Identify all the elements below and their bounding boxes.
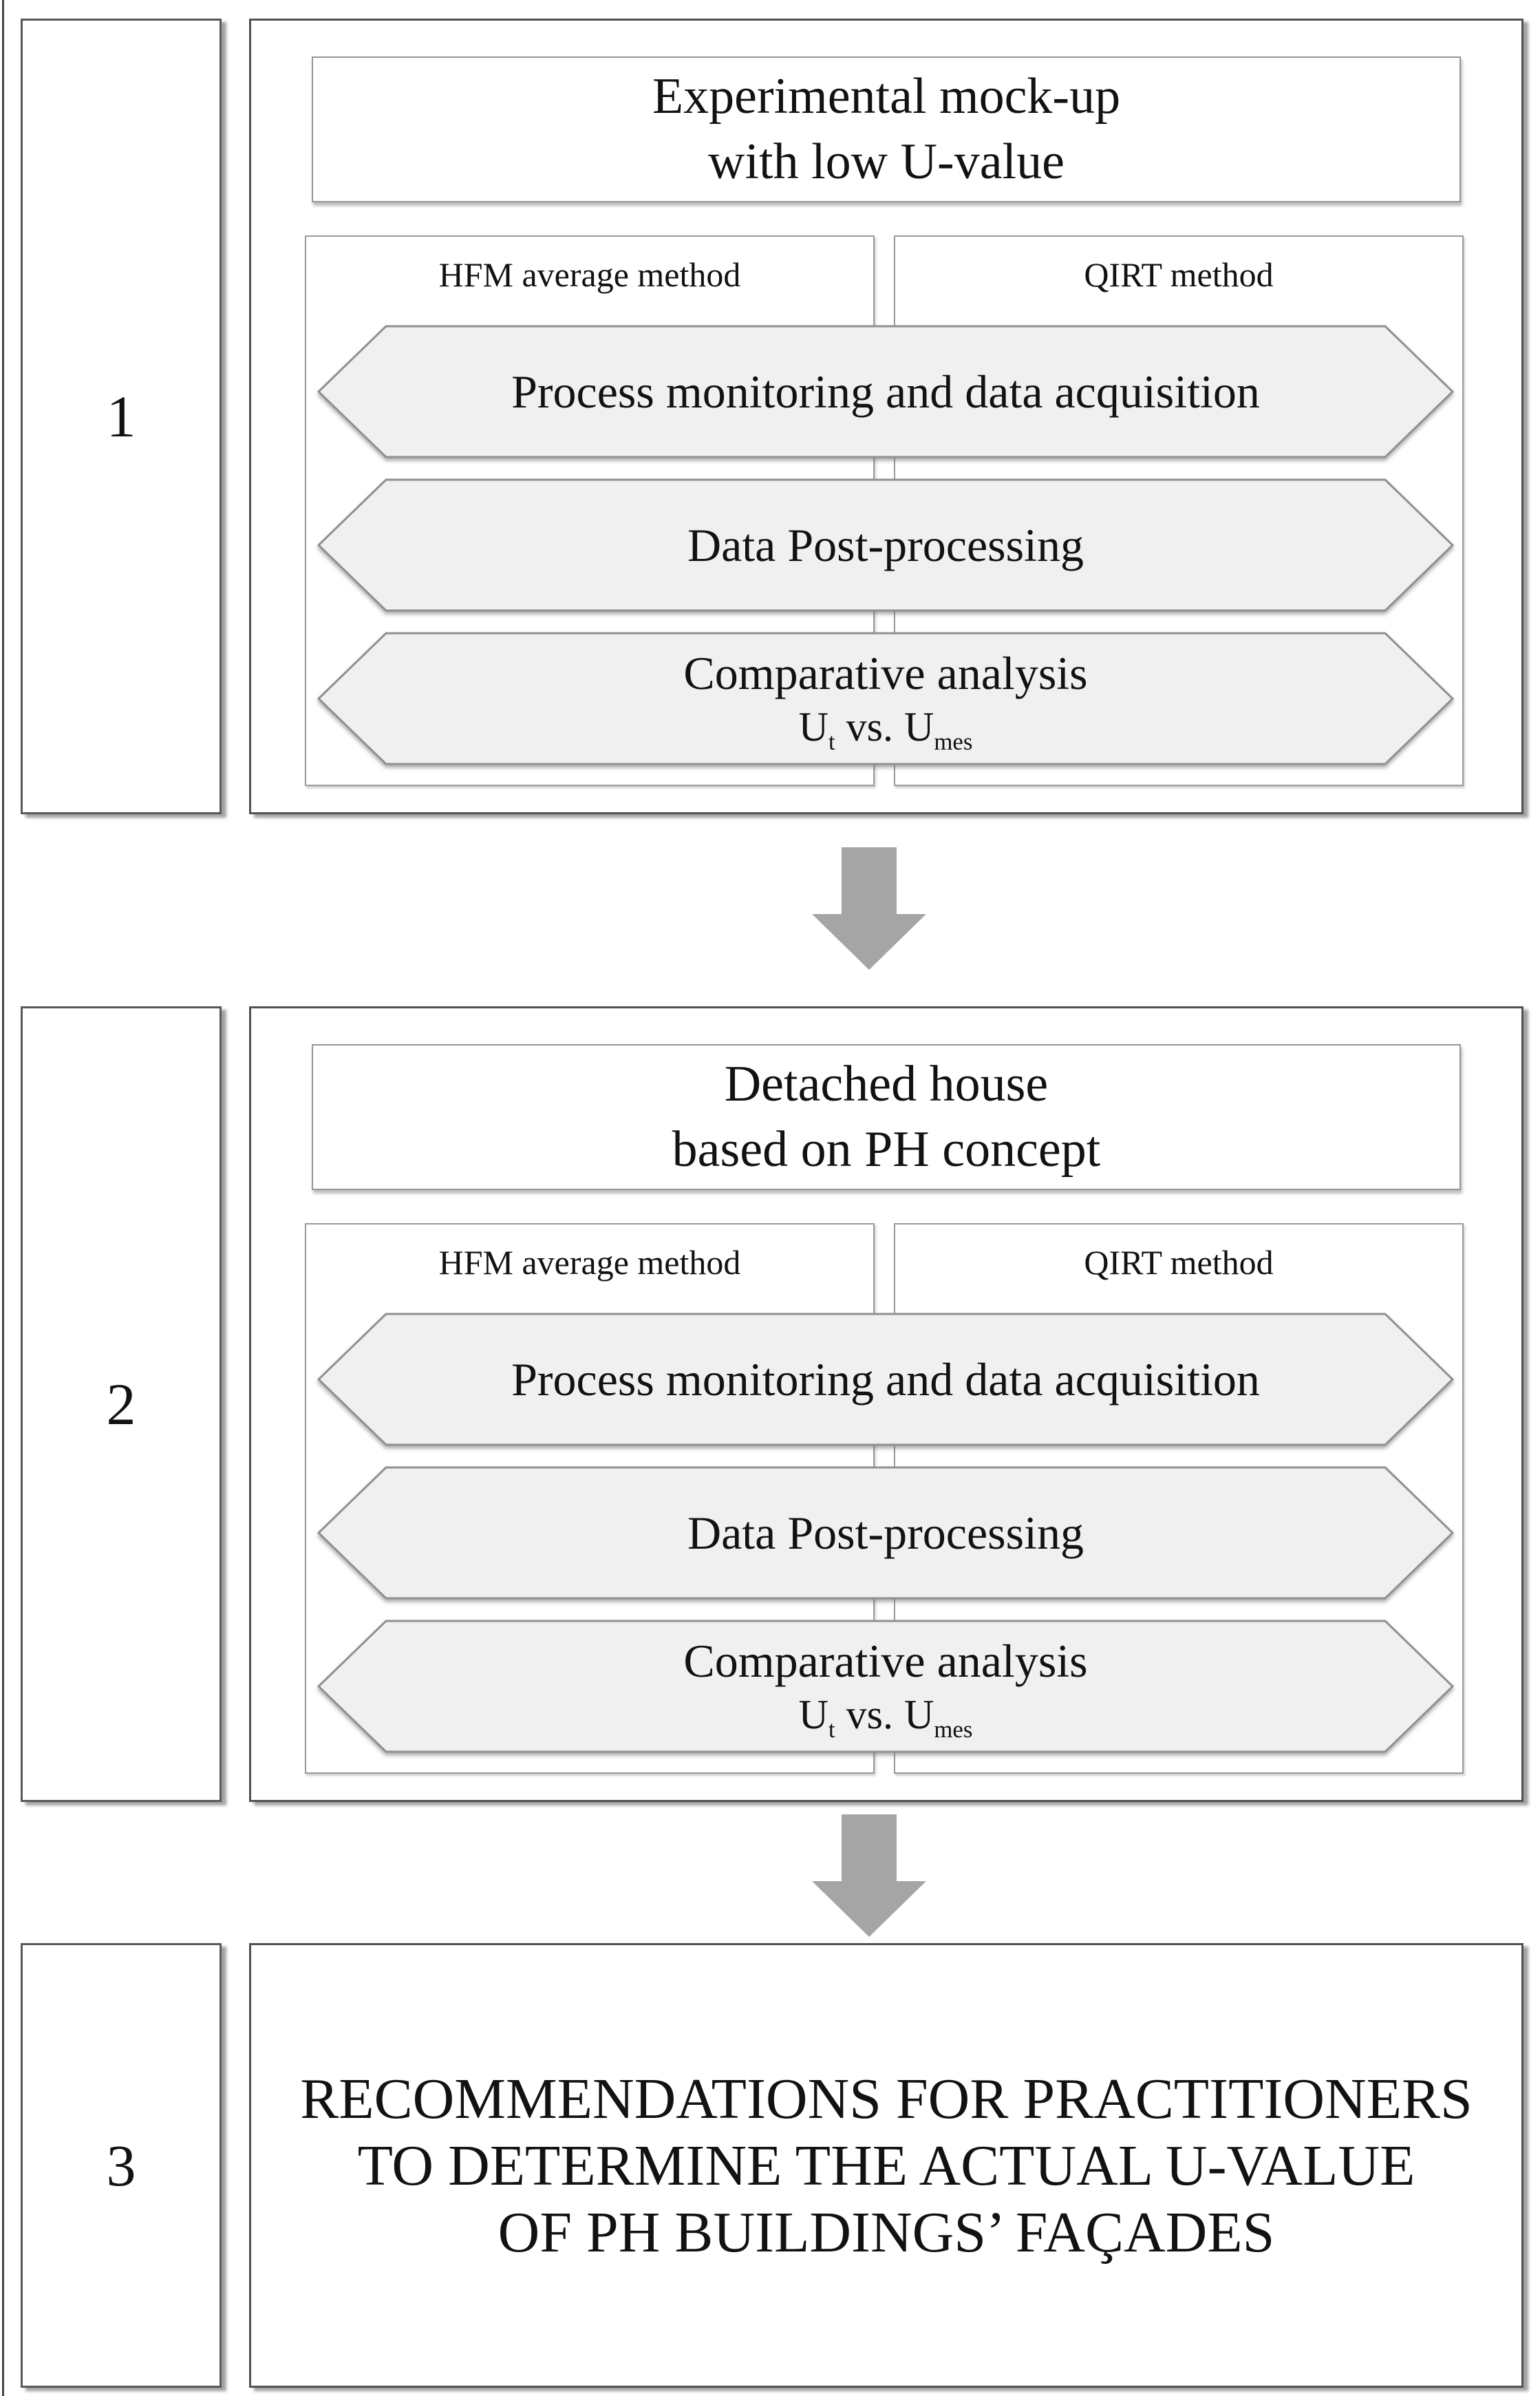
stage-2-content-box: Detached house based on PH concept HFM a… <box>249 1006 1523 1802</box>
down-arrow-icon <box>812 1814 926 1937</box>
recommendations-line2: TO DETERMINE THE ACTUAL U-VALUE <box>357 2133 1415 2198</box>
hexagon-banner-icon <box>317 1620 1455 1753</box>
stage-2-step-monitoring-banner: Process monitoring and data acquisition <box>317 1311 1455 1448</box>
hexagon-banner-icon <box>317 1466 1455 1600</box>
left-edge-artifact-line <box>2 0 4 2396</box>
comparative-analysis-text: Comparative analysis <box>683 647 1088 699</box>
recommendations-line3: OF PH BUILDINGS’ FAÇADES <box>498 2200 1275 2265</box>
stage-1-title-line1: Experimental mock-up <box>652 68 1121 125</box>
stage-1-step-monitoring-label: Process monitoring and data acquisition <box>511 365 1260 418</box>
hexagon-banner-icon <box>317 325 1455 458</box>
stage-2-title-line2: based on PH concept <box>672 1121 1101 1178</box>
stage-2-hfm-column-label: HFM average method <box>438 1243 741 1282</box>
stage-3-number: 3 <box>106 2132 136 2198</box>
hexagon-banner-icon <box>317 478 1455 612</box>
stage-3-content-box: RECOMMENDATIONS FOR PRACTITIONERS TO DET… <box>249 1943 1523 2388</box>
stage-2-number: 2 <box>106 1371 136 1437</box>
stage-2-title-box: Detached house based on PH concept <box>312 1044 1461 1190</box>
comparative-analysis-text: Comparative analysis <box>683 1635 1088 1687</box>
stage-2-number-box: 2 <box>21 1006 222 1802</box>
stage-1-step-monitoring-banner: Process monitoring and data acquisition <box>317 324 1455 460</box>
hexagon-banner-icon <box>317 632 1455 765</box>
stage-1-step-postprocessing-label: Data Post-processing <box>687 518 1084 571</box>
stage-1-qirt-column-label: QIRT method <box>1084 255 1274 294</box>
recommendations-line1: RECOMMENDATIONS FOR PRACTITIONERS <box>300 2066 1473 2131</box>
stage-1-step-postprocessing-banner: Data Post-processing <box>317 477 1455 613</box>
stage-2-step-postprocessing-banner: Data Post-processing <box>317 1465 1455 1601</box>
down-arrow-icon <box>812 847 926 970</box>
stage-1-content-box: Experimental mock-up with low U-value HF… <box>249 19 1523 814</box>
stage-1-number-box: 1 <box>21 19 222 814</box>
stage-2-title-line1: Detached house <box>724 1056 1049 1112</box>
stage-1-title-line2: with low U-value <box>708 134 1065 190</box>
stage-2-qirt-column-label: QIRT method <box>1084 1243 1274 1282</box>
stage-1-number: 1 <box>106 383 136 449</box>
stage-1-hfm-column-label: HFM average method <box>438 255 741 294</box>
stage-2-step-monitoring-label: Process monitoring and data acquisition <box>511 1353 1260 1406</box>
stage-3-number-box: 3 <box>21 1943 222 2388</box>
hexagon-banner-icon <box>317 1313 1455 1446</box>
stage-1-title-box: Experimental mock-up with low U-value <box>312 56 1461 202</box>
stage-2-step-postprocessing-label: Data Post-processing <box>687 1506 1084 1559</box>
